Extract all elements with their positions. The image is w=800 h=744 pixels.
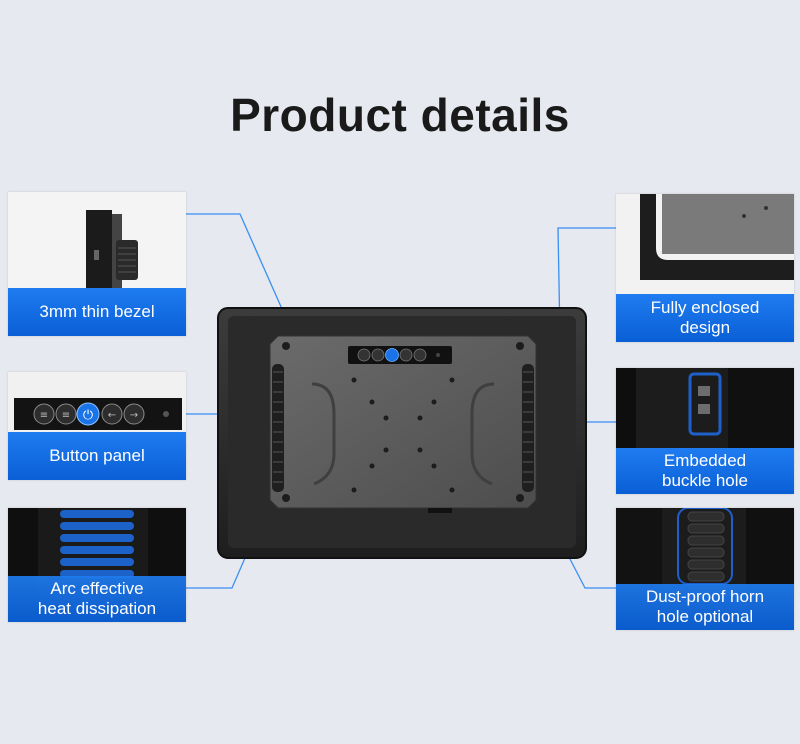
feature-label: Embedded buckle hole [616,448,794,494]
svg-text:→: → [130,410,138,421]
button-panel-image: ⏻ ≡ ≡ ← → [8,372,186,432]
feature-card-horn: Dust-proof horn hole optional [616,508,794,630]
device-rear-image [217,307,587,559]
leader-line-enclosed [557,227,616,339]
svg-text:≡: ≡ [40,410,48,421]
feature-card-buttons: ⏻ ≡ ≡ ← → Button panel [8,372,186,480]
bezel-closeup-image [8,192,186,288]
leader-line-bezel [186,213,287,319]
svg-text:←: ← [108,410,116,421]
buckle-hole-image [616,368,794,448]
feature-label: Fully enclosed design [616,294,794,342]
svg-text:⏻: ⏻ [83,408,93,423]
feature-card-buckle: Embedded buckle hole [616,368,794,494]
page-title: Product details [230,89,570,141]
feature-label: Button panel [8,432,186,480]
enclosed-corner-image [616,194,794,294]
feature-card-heat: Arc effective heat dissipation [8,508,186,622]
feature-label: 3mm thin bezel [8,288,186,336]
svg-text:≡: ≡ [62,410,70,421]
feature-card-bezel: 3mm thin bezel [8,192,186,336]
feature-card-enclosed: Fully enclosed design [616,194,794,342]
feature-label: Dust-proof horn hole optional [616,584,794,630]
feature-label: Arc effective heat dissipation [8,576,186,622]
